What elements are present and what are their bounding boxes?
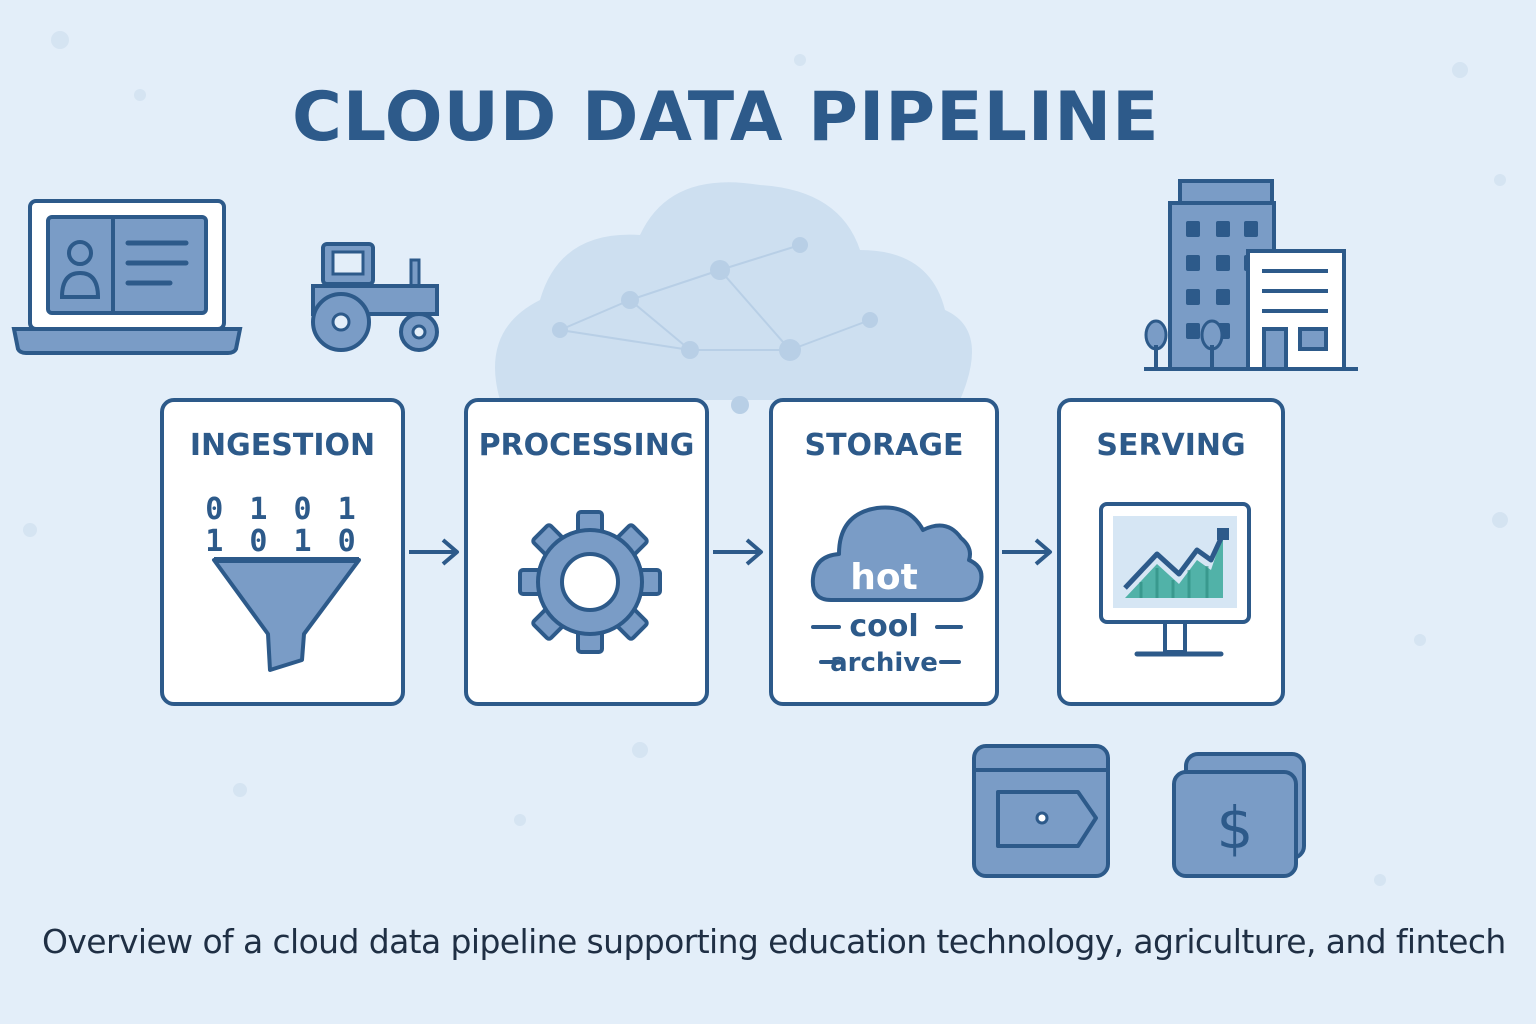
stage-title-processing: PROCESSING xyxy=(478,428,695,463)
flow-arrow-3 xyxy=(1002,538,1052,566)
tier-cool: cool xyxy=(849,609,919,644)
funnel-icon xyxy=(212,557,361,672)
tier-hot: hot xyxy=(850,557,918,598)
card-icon xyxy=(972,744,1110,878)
binary-row-2: 1 0 1 0 xyxy=(205,524,360,559)
stage-title-storage: STORAGE xyxy=(804,428,964,463)
binary-row-1: 0 1 0 1 xyxy=(205,492,360,527)
background-cloud-icon xyxy=(495,182,972,414)
stage-serving: SERVING xyxy=(1057,398,1285,706)
caption: Overview of a cloud data pipeline suppor… xyxy=(42,922,1506,961)
flow-arrow-1 xyxy=(409,538,459,566)
stage-ingestion: INGESTION 0 1 0 1 1 0 1 0 xyxy=(160,398,405,706)
tractor-icon xyxy=(311,242,439,352)
buildings-icon xyxy=(1144,179,1358,371)
page-title: CLOUD DATA PIPELINE xyxy=(292,78,1160,157)
stage-storage: STORAGE hot cool archive xyxy=(769,398,999,706)
stage-title-serving: SERVING xyxy=(1096,428,1246,463)
flow-arrow-2 xyxy=(713,538,763,566)
tier-archive: archive xyxy=(830,648,938,678)
gear-icon xyxy=(518,510,662,654)
svg-text:$: $ xyxy=(1217,794,1254,862)
cloud-icon xyxy=(810,505,984,664)
laptop-profile-icon xyxy=(11,199,243,355)
chart-monitor-icon xyxy=(1099,502,1251,657)
dollar-wallet-icon: $ xyxy=(1172,752,1306,878)
stage-title-ingestion: INGESTION xyxy=(189,428,376,463)
stage-processing: PROCESSING xyxy=(464,398,709,706)
